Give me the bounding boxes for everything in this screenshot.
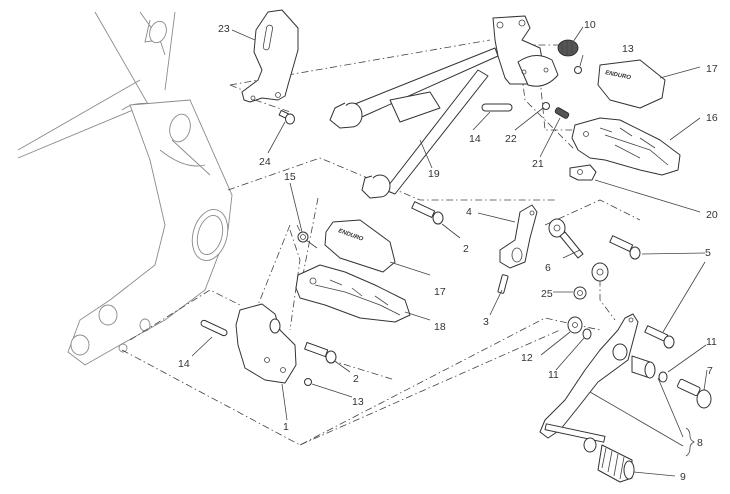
callout-2: 2 [353,373,359,385]
callout-9: 9 [680,471,686,483]
leader-lines [191,26,708,477]
gear-linkage-arm [499,204,538,269]
callout-21: 21 [532,158,544,170]
gear-lever [539,313,639,453]
passenger-peg-bracket [329,15,559,199]
callout-22: 22 [505,133,517,145]
callout-6: 6 [545,262,551,274]
circlip-upper [574,66,582,74]
callout-16: 16 [706,112,718,124]
ball [542,102,550,110]
callout-labels: 23 24 10 13 17 16 20 14 22 21 19 15 4 2 … [178,19,718,483]
washer-11-inner [582,328,592,340]
screw-2-lower [304,341,337,364]
callout-18: 18 [434,321,446,333]
pin-lower [200,319,228,337]
gear-linkage-arm-screw [497,274,509,294]
callout-24: 24 [259,156,271,168]
callout-14: 14 [469,133,481,145]
callout-25: 25 [541,288,553,300]
rider-peg-bracket [235,303,297,384]
pin-upper [481,103,513,112]
pivot-screw-7 [677,378,712,409]
callout-23: 23 [218,23,230,35]
screw-5-upper [609,235,641,260]
callout-15: 15 [284,171,296,183]
callout-14: 14 [178,358,190,370]
heel-guard-screw [278,109,295,125]
nut-25 [573,286,587,300]
callout-17: 17 [434,286,446,298]
callout-11: 11 [548,369,559,381]
frame [17,11,233,366]
callout-13: 13 [622,43,634,55]
gear-linkage-rod [548,218,609,282]
callout-19: 19 [428,168,440,180]
callout-12: 12 [521,352,533,364]
washer-12 [567,316,583,334]
callout-2: 2 [463,243,469,255]
rider-footpeg [295,264,411,323]
screw-2-upper [411,201,444,225]
footpeg-plate [569,164,597,181]
peg-logo: ENDURO [605,70,632,81]
washer-11-outer [658,371,668,383]
callout-20: 20 [706,209,718,221]
callout-3: 3 [483,316,489,328]
callout-17: 17 [706,63,718,75]
callout-5: 5 [705,247,711,259]
callout-1: 1 [283,421,289,433]
spring-15 [296,224,318,249]
gear-lever-rubber [597,444,635,483]
passenger-footpeg [571,117,681,176]
footpeg-rubber-lower: ENDURO [324,219,396,273]
rubber-bumper [557,39,579,57]
screw-5-lower [644,325,675,349]
callout-4: 4 [466,206,472,218]
circlip-lower [304,378,312,386]
heel-guard [241,9,299,103]
callout-8: 8 [697,437,703,449]
callout-13: 13 [352,396,364,408]
footpeg-rubber-upper: ENDURO [597,59,666,109]
bushing [631,355,656,379]
callout-7: 7 [707,365,713,377]
callout-11: 11 [706,336,717,348]
callout-10: 10 [584,19,596,31]
spring-21 [554,107,570,119]
